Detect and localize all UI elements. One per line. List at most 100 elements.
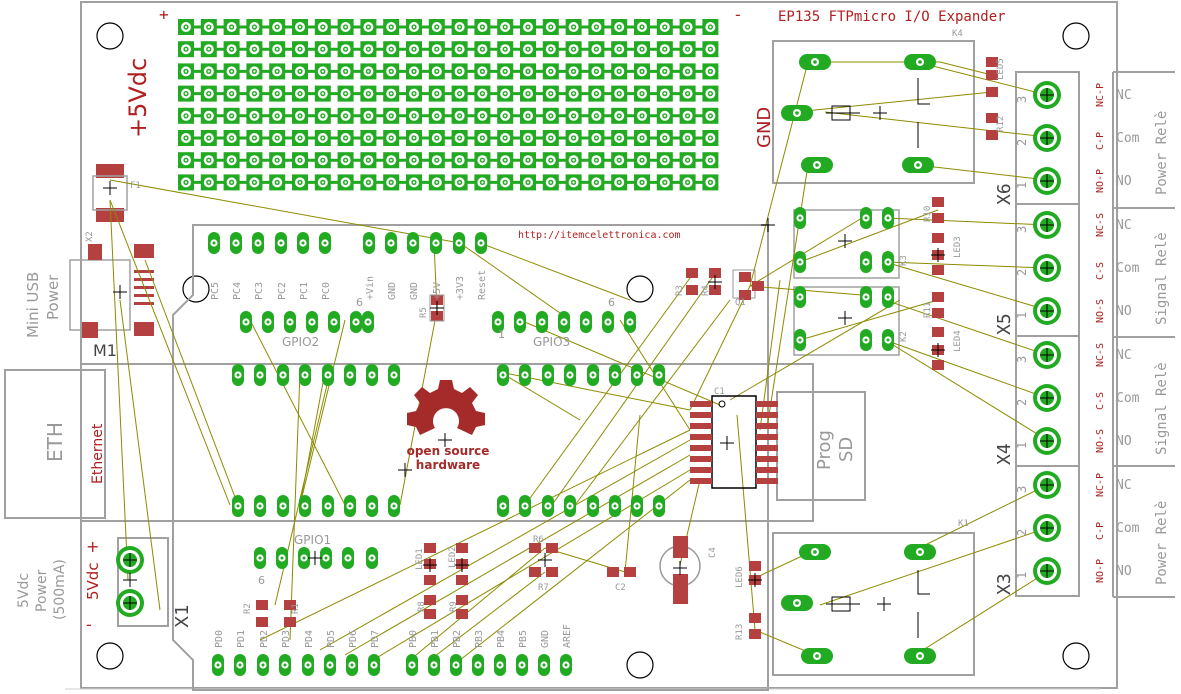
label-c4: C4 (708, 547, 718, 558)
perfboard-pad (520, 130, 536, 146)
perfboard-pad (474, 63, 491, 80)
x6-pin-number: 3 (1015, 96, 1029, 103)
perfboard-pad (679, 85, 696, 102)
perfboard-pad (337, 19, 354, 35)
perfboard-pad (269, 107, 286, 124)
gpio3-pin (536, 311, 548, 333)
perfboard-pad (337, 107, 354, 124)
x6-pin-code: C-P (1095, 132, 1106, 150)
perfboard-pad (656, 130, 673, 146)
gpio2-pin (284, 311, 296, 333)
eth-label: ETH (43, 422, 67, 462)
x4-terminal-com (1032, 383, 1062, 413)
perfboard-pad (428, 85, 445, 102)
perfboard-pad (314, 63, 331, 80)
eth-module-pin (609, 364, 621, 386)
header-label-pc4: PC4 (232, 282, 243, 300)
x4-pin-code: NC-S (1095, 343, 1106, 367)
header-label-pb3: PB3 (474, 630, 485, 648)
header-label-pd3: PD3 (281, 630, 292, 648)
perfboard-pad (451, 41, 468, 58)
perfboard-pad (223, 152, 240, 169)
perfboard-pad (360, 174, 377, 191)
header-pin (297, 232, 309, 254)
gpio2-pin (240, 311, 252, 333)
perfboard-pad (588, 107, 605, 124)
perfboard-pad (451, 85, 468, 102)
eth-module-pin (254, 495, 266, 517)
eth-connector-outline (4, 369, 106, 519)
eth-module-pin (277, 364, 289, 386)
perfboard-pad (292, 19, 308, 35)
gpio2-pin (350, 311, 362, 333)
x5-pin-number: 2 (1015, 269, 1029, 276)
perfboard-pad (542, 85, 559, 102)
gpio3-pin (602, 311, 614, 333)
perfboard-pad (406, 152, 422, 169)
perfboard-pad (314, 107, 331, 124)
perfboard-pad (497, 41, 514, 58)
plus-marker-left: + (159, 5, 169, 24)
perfboard-pad (428, 19, 445, 35)
header-pin (230, 232, 242, 254)
perfboard-pad (679, 174, 696, 191)
airwires (109, 61, 1048, 661)
perfboard-pad (588, 63, 605, 80)
x4-name: X4 (994, 443, 1015, 465)
perfboard-pad (702, 130, 719, 146)
perfboard-pad (588, 19, 605, 35)
header-label-vin: +Vin (365, 276, 376, 300)
eth-module-pin (232, 364, 244, 386)
perfboard-pad (451, 107, 468, 124)
perfboard-pad (611, 63, 628, 80)
perfboard-pad (634, 130, 650, 146)
perfboard-pad (588, 130, 605, 146)
header-label-5v: +5V (432, 282, 443, 300)
x3-pin-code: NO-P (1095, 559, 1106, 583)
osh-text-line2: hardware (416, 458, 480, 472)
perfboard-pad (383, 130, 400, 146)
perfboard-pad (656, 41, 673, 58)
ethernet-module-outline (80, 363, 814, 522)
perfboard-pad (451, 174, 468, 191)
relay-k2-pads (794, 286, 894, 351)
label-k1: K1 (958, 519, 969, 529)
x5-pin-label: NO (1116, 304, 1132, 319)
perfboard-pad (497, 63, 514, 80)
x5-pin-label: NC (1116, 218, 1132, 233)
header-label-reset: Reset (477, 270, 488, 300)
origin-markers (102, 180, 1055, 588)
perfboard-pad (292, 174, 308, 191)
perfboard-pad (656, 152, 673, 169)
gpio2-pin (262, 311, 274, 333)
ic1-pin (756, 456, 778, 462)
label-led3: LED3 (953, 236, 963, 258)
header-label-pd5: PD5 (326, 630, 337, 648)
pin1-label: 1 (498, 328, 505, 341)
perfboard-pad (656, 174, 673, 191)
perfboard-pad (383, 174, 400, 191)
perfboard-pad (292, 152, 308, 169)
perfboard-pad (178, 19, 194, 35)
ic1-pin (756, 467, 778, 473)
perfboard-pad (428, 107, 445, 124)
perfboard-pad (269, 130, 286, 146)
perfboard-pad (223, 63, 240, 80)
header-pin (406, 654, 418, 676)
perfboard-pad (178, 174, 194, 191)
perfboard-pad (634, 63, 650, 80)
header-pin (302, 654, 314, 676)
perfboard-pad (314, 152, 331, 169)
perfboard-pad (702, 152, 719, 169)
perfboard-pad (497, 85, 514, 102)
x6-terminal-nc (1032, 80, 1062, 110)
perfboard-pad (292, 41, 308, 58)
perfboard-pad (383, 85, 400, 102)
ic1-pin (690, 434, 712, 440)
perfboard-pad (428, 152, 445, 169)
perfboard-pad (269, 19, 286, 35)
header-label-pb5: PB5 (518, 630, 529, 648)
perfboard-pad (611, 107, 628, 124)
eth-module-pin (587, 364, 599, 386)
ic1-chip (690, 395, 778, 489)
